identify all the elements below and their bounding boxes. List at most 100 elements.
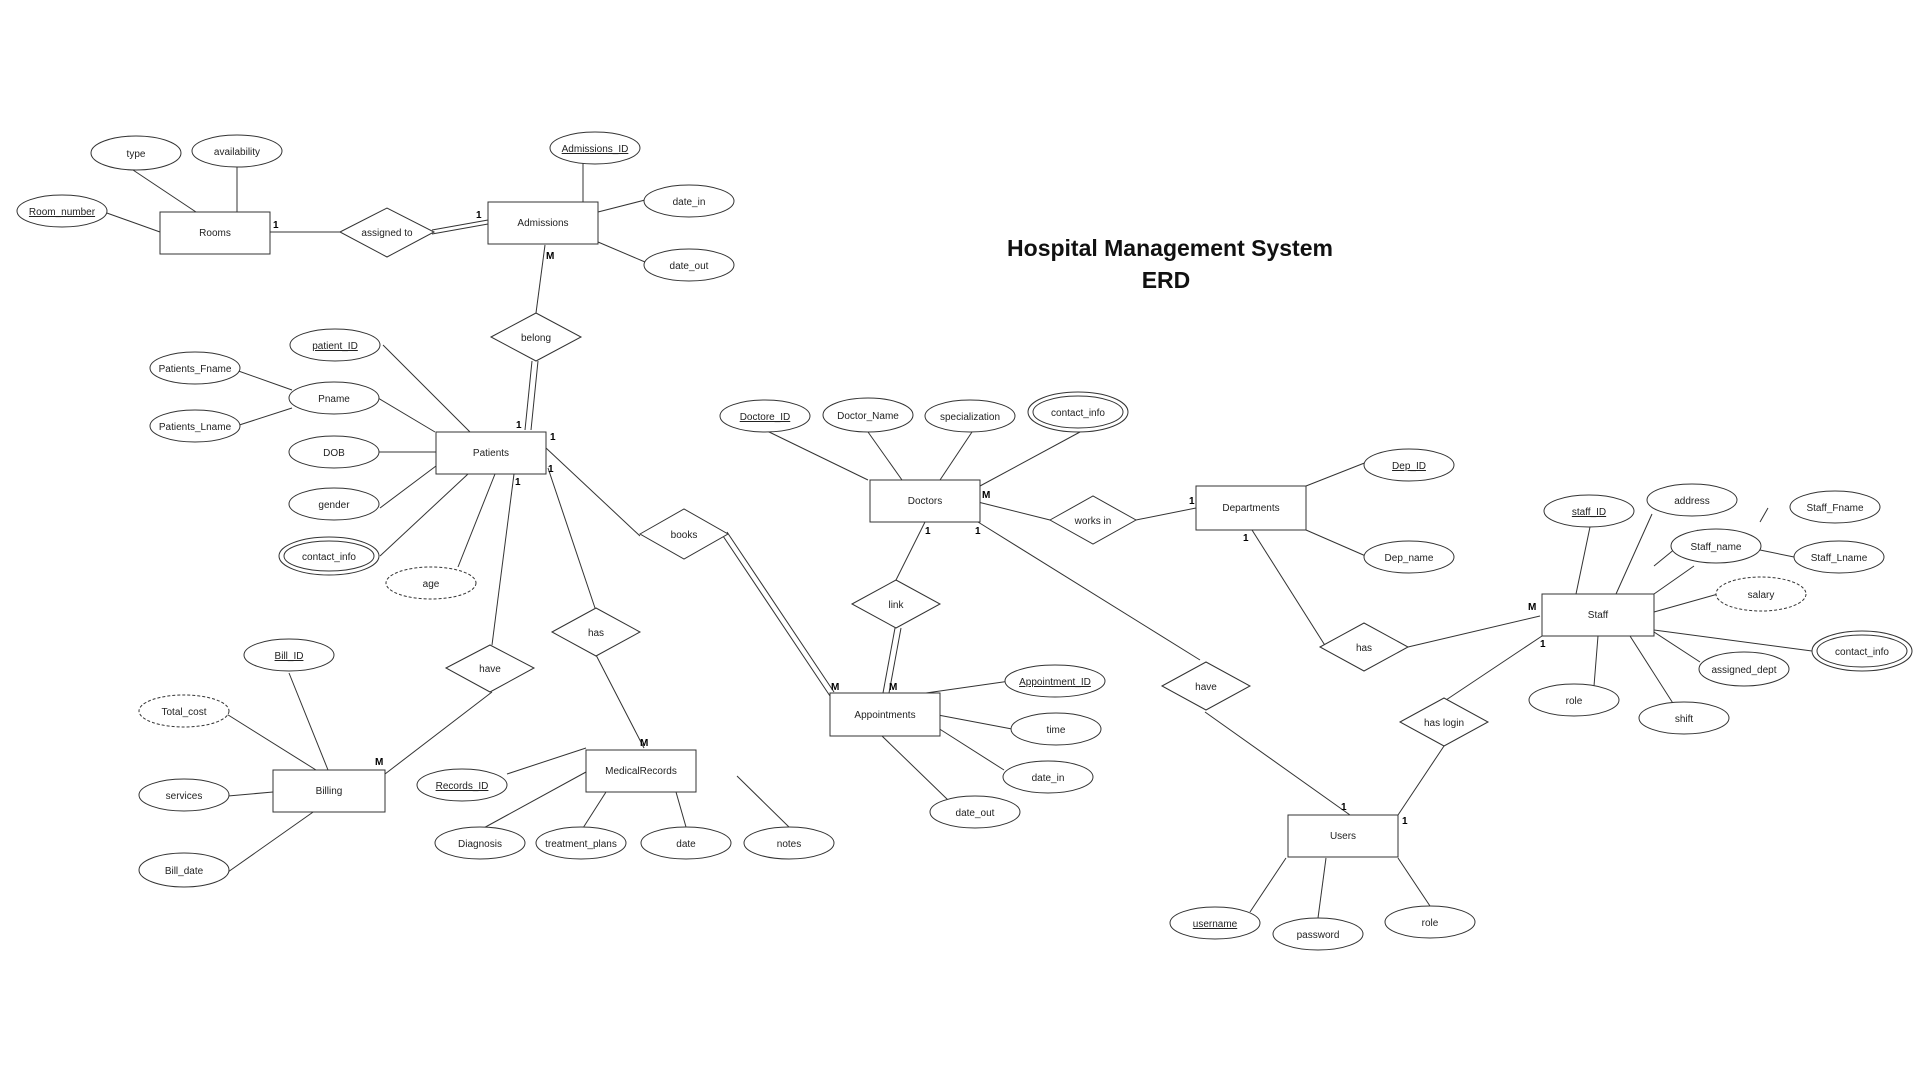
attribute-appointment-id-key: Appointment_ID bbox=[1004, 664, 1106, 698]
attribute-gender: gender bbox=[288, 487, 380, 521]
relationship-has-staff: has bbox=[1318, 622, 1410, 672]
entity-admissions: Admissions bbox=[487, 201, 599, 245]
entity-departments: Departments bbox=[1195, 485, 1307, 531]
diagram-subtitle: ERD bbox=[1142, 267, 1191, 293]
cardinality-users-have-one: 1 bbox=[1341, 802, 1347, 813]
attribute-user-role: role bbox=[1384, 905, 1476, 939]
attribute-label: patient_ID bbox=[312, 341, 358, 352]
attribute-total-cost-derived: Total_cost bbox=[138, 694, 230, 728]
attribute-label: Staff_Lname bbox=[1811, 553, 1868, 564]
attribute-label: Patients_Fname bbox=[159, 364, 232, 375]
attribute-label: date_out bbox=[956, 808, 995, 819]
attribute-records-id-key: Records_ID bbox=[416, 768, 508, 802]
cardinality-rooms-one: 1 bbox=[273, 220, 279, 231]
attribute-label: contact_info bbox=[1051, 408, 1105, 419]
attribute-label: Bill_date bbox=[165, 866, 204, 877]
edges bbox=[103, 162, 1813, 919]
relationship-label: works in bbox=[1074, 516, 1112, 527]
attribute-app-date-out: date_out bbox=[929, 795, 1021, 829]
relationship-label: has bbox=[1356, 643, 1372, 654]
relationship-link: link bbox=[850, 579, 942, 629]
cardinality-staff-many: M bbox=[1528, 602, 1536, 613]
entity-doctors: Doctors bbox=[869, 479, 981, 523]
cardinality-doctors-have-one: 1 bbox=[975, 526, 981, 537]
attribute-label: treatment_plans bbox=[545, 839, 617, 850]
attribute-label: availability bbox=[214, 147, 260, 158]
attribute-label: date_out bbox=[670, 261, 709, 272]
attribute-adm-date-out: date_out bbox=[643, 248, 735, 282]
relationship-have-billing: have bbox=[444, 644, 536, 693]
entity-label: Billing bbox=[316, 786, 343, 797]
entity-label: Staff bbox=[1588, 610, 1609, 621]
attribute-label: notes bbox=[777, 839, 801, 850]
attribute-app-date-in: date_in bbox=[1002, 760, 1094, 794]
attribute-label: Appointment_ID bbox=[1019, 677, 1091, 688]
attribute-staff-fname: Staff_Fname bbox=[1789, 490, 1881, 524]
entity-appointments: Appointments bbox=[829, 692, 941, 737]
attribute-label: Total_cost bbox=[161, 707, 206, 718]
cardinality-admissions-many: M bbox=[546, 251, 554, 262]
attribute-bill-id-key: Bill_ID bbox=[243, 638, 335, 672]
attribute-specialization: specialization bbox=[924, 399, 1016, 433]
attribute-staff-lname: Staff_Lname bbox=[1793, 540, 1885, 574]
attribute-treatment-plans: treatment_plans bbox=[535, 826, 627, 860]
attribute-label: address bbox=[1674, 496, 1710, 507]
attribute-availability: availability bbox=[191, 134, 283, 168]
attribute-address: address bbox=[1646, 483, 1738, 517]
attribute-staff-contact-info-multivalued: contact_info bbox=[1811, 630, 1913, 672]
attribute-patients-lname: Patients_Lname bbox=[149, 409, 241, 443]
entity-label: Doctors bbox=[908, 496, 942, 507]
entity-staff: Staff bbox=[1541, 593, 1655, 637]
attribute-patient-id-key: patient_ID bbox=[289, 328, 381, 362]
attribute-label: gender bbox=[318, 500, 350, 511]
cardinality-departments-has-one: 1 bbox=[1243, 533, 1249, 544]
attribute-label: time bbox=[1047, 725, 1066, 736]
cardinality-patients-belong-one: 1 bbox=[516, 420, 522, 431]
attribute-pname: Pname bbox=[288, 381, 380, 415]
relationship-label: belong bbox=[521, 333, 551, 344]
attribute-label: date_in bbox=[673, 197, 706, 208]
attribute-label: type bbox=[127, 149, 146, 160]
entity-label: Users bbox=[1330, 831, 1356, 842]
attribute-label: Records_ID bbox=[436, 781, 489, 792]
attribute-label: Doctore_ID bbox=[740, 412, 791, 423]
attribute-label: DOB bbox=[323, 448, 345, 459]
attribute-salary-derived: salary bbox=[1715, 576, 1807, 612]
entity-label: Patients bbox=[473, 448, 509, 459]
relationship-label: assigned to bbox=[361, 228, 413, 239]
attribute-time: time bbox=[1010, 712, 1102, 746]
attribute-label: Patients_Lname bbox=[159, 422, 232, 433]
attribute-label: role bbox=[1422, 918, 1439, 929]
entity-label: Admissions bbox=[517, 218, 568, 229]
relationship-label: link bbox=[888, 600, 904, 611]
attribute-staff-name: Staff_name bbox=[1670, 528, 1762, 564]
attribute-label: services bbox=[166, 791, 203, 802]
relationship-label: has bbox=[588, 628, 604, 639]
attribute-room-number-key: Room_number bbox=[16, 194, 108, 228]
attribute-label: password bbox=[1297, 930, 1340, 941]
attribute-password: password bbox=[1272, 917, 1364, 951]
attribute-staff-id-key: staff_ID bbox=[1543, 494, 1635, 528]
attribute-dep-id-key: Dep_ID bbox=[1363, 448, 1455, 482]
attribute-services: services bbox=[138, 778, 230, 812]
attribute-label: age bbox=[423, 579, 440, 590]
attribute-record-date: date bbox=[640, 826, 732, 860]
attribute-label: Diagnosis bbox=[458, 839, 502, 850]
relationship-books: books bbox=[638, 508, 730, 560]
cardinality-markers: 1 1 M 1 1 1 1 M 1 1 1 1 M 1 M M M M 1 1 bbox=[273, 210, 1546, 827]
attribute-label: contact_info bbox=[302, 552, 356, 563]
attribute-patients-fname: Patients_Fname bbox=[149, 351, 241, 385]
attribute-label: Dep_ID bbox=[1392, 461, 1426, 472]
attribute-age-derived: age bbox=[385, 566, 477, 600]
cardinality-appointments-link-many: M bbox=[889, 682, 897, 693]
entity-label: MedicalRecords bbox=[605, 766, 677, 777]
cardinality-patients-have-one: 1 bbox=[515, 477, 521, 488]
attribute-label: contact_info bbox=[1835, 647, 1889, 658]
entity-label: Departments bbox=[1222, 503, 1279, 514]
attribute-label: salary bbox=[1748, 590, 1775, 601]
relationship-label: books bbox=[671, 530, 698, 541]
attribute-dep-name: Dep_name bbox=[1363, 540, 1455, 574]
attribute-label: shift bbox=[1675, 714, 1694, 725]
attribute-type: type bbox=[90, 135, 182, 171]
relationship-works-in: works in bbox=[1048, 495, 1138, 545]
